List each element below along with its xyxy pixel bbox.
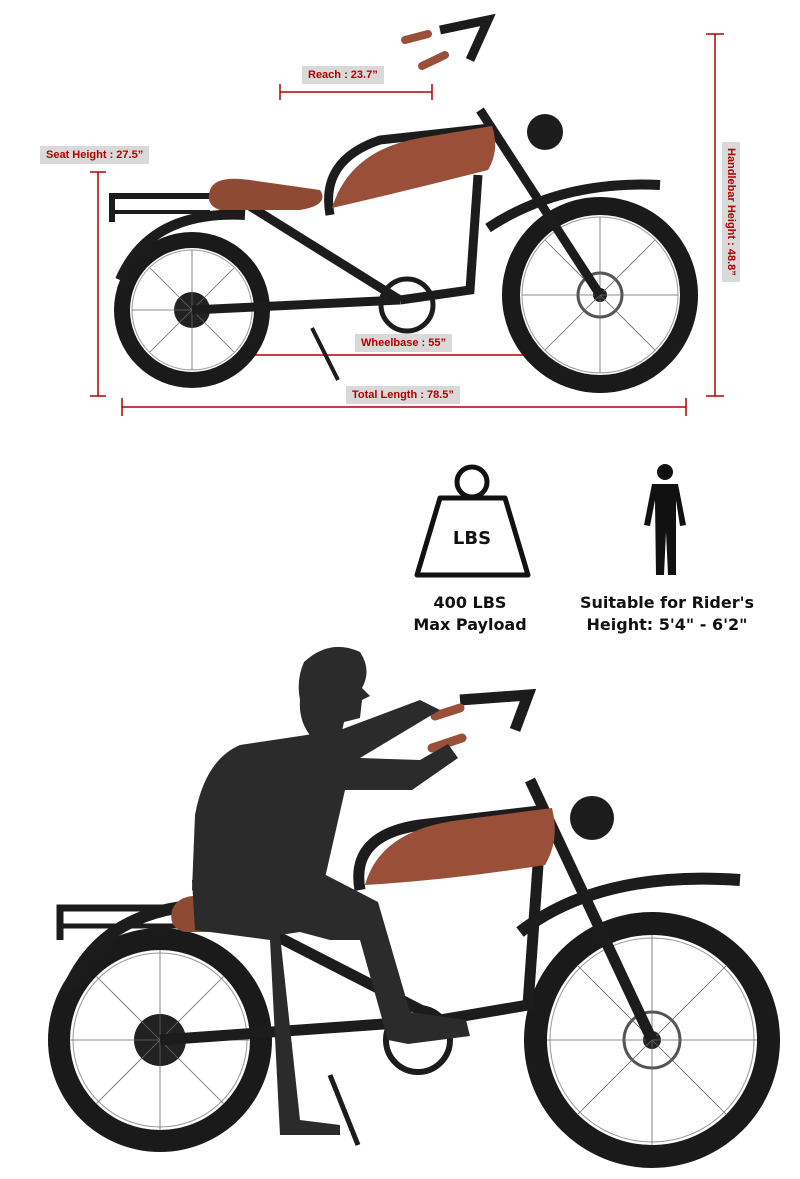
- payload-spec: 400 LBS Max Payload: [390, 592, 550, 636]
- weight-icon-text: LBS: [452, 528, 492, 549]
- bike-with-rider: [48, 646, 780, 1168]
- handlebar-height-label: Handlebar Height : 48.8”: [722, 142, 740, 282]
- dimension-diagram: Reach : 23.7” Seat Height : 27.5” Handle…: [0, 0, 800, 430]
- spec-icons: [414, 464, 686, 578]
- reach-label: Reach : 23.7”: [302, 66, 384, 84]
- weight-icon: [414, 464, 531, 578]
- rider-illustration: [0, 640, 800, 1179]
- rider-silhouette-icon: [192, 646, 470, 1135]
- rider-height-spec: Suitable for Rider's Height: 5'4" - 6'2": [562, 592, 772, 636]
- bike-frame: [191, 13, 604, 315]
- specs-section: LBS 400 LBS Max Payload Suitable for Rid…: [0, 440, 800, 640]
- bike-side-view-top: [90, 13, 724, 416]
- seat-height-label: Seat Height : 27.5”: [40, 146, 150, 164]
- wheelbase-label: Wheelbase : 55”: [355, 334, 452, 352]
- person-silhouette-icon: [644, 464, 686, 575]
- rider-height-value: Height: 5'4" - 6'2": [586, 615, 748, 634]
- payload-caption: Max Payload: [413, 615, 527, 634]
- total-length-label: Total Length : 78.5”: [346, 386, 460, 404]
- rider-height-caption: Suitable for Rider's: [579, 593, 755, 612]
- payload-value: 400 LBS: [433, 593, 507, 612]
